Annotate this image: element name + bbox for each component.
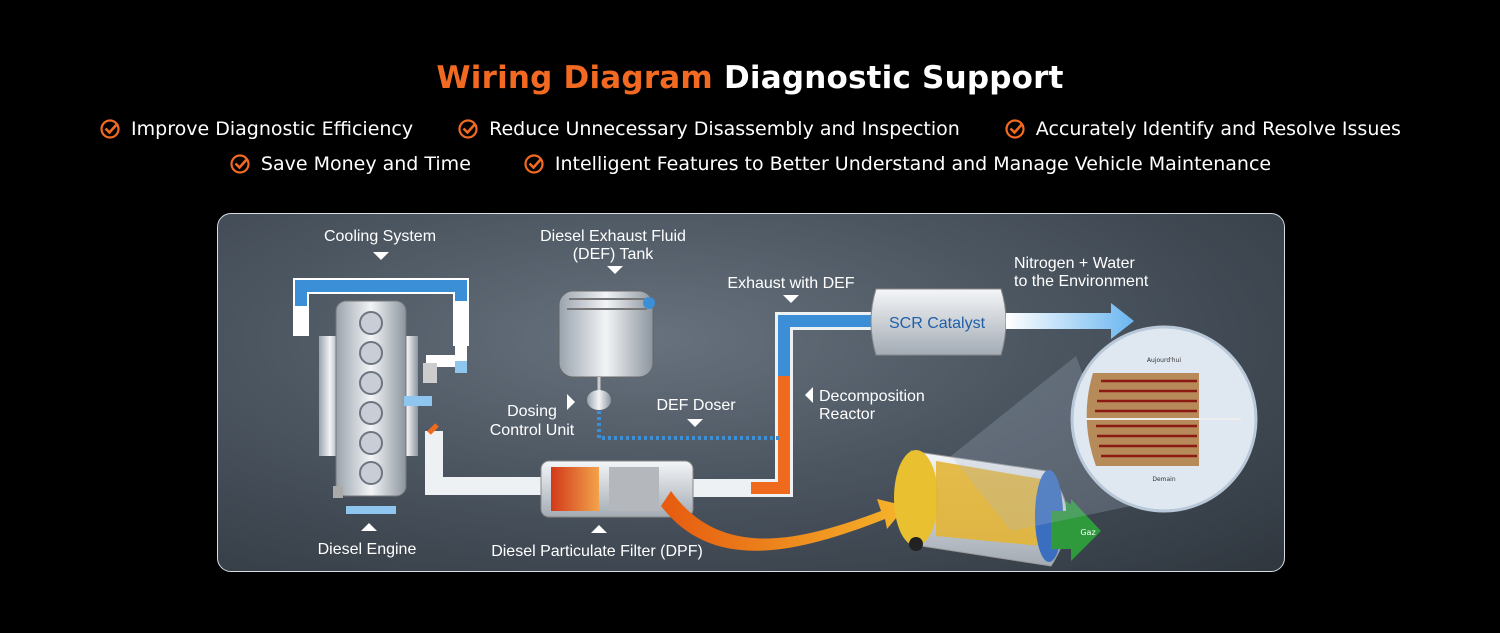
gas-arrow [1051,499,1101,561]
flow-arrow [661,491,906,551]
check-circle-icon [230,154,250,174]
diagram-canvas: SCR Catalyst Gaz Aujourd'hui Demain Cool… [293,228,1258,567]
feature-item: Accurately Identify and Resolve Issues [1004,118,1401,140]
feature-row-1: Improve Diagnostic Efficiency Reduce Unn… [0,118,1500,140]
catalyst-cutaway: Gaz [894,450,1101,567]
feature-item: Save Money and Time [229,153,471,175]
svg-text:Diesel Particulate Filter (DPF: Diesel Particulate Filter (DPF) [491,543,703,560]
svg-text:Exhaust with DEF: Exhaust with DEF [727,275,854,292]
def-dosing-line [597,411,781,440]
magnified-inset: Aujourd'hui Demain [1070,325,1258,513]
svg-text:Cooling System: Cooling System [324,228,436,245]
svg-text:Diesel Exhaust Fluid: Diesel Exhaust Fluid [540,228,686,245]
cooling-loop [293,278,469,373]
svg-text:to the Environment: to the Environment [1014,273,1149,290]
feature-item: Reduce Unnecessary Disassembly and Inspe… [457,118,960,140]
check-circle-icon [100,119,120,139]
svg-text:Aujourd'hui: Aujourd'hui [1147,357,1181,364]
svg-text:Gaz: Gaz [1080,528,1095,537]
check-circle-icon [1005,119,1025,139]
feature-row-2: Save Money and Time Intelligent Features… [0,153,1500,175]
svg-text:Diesel Engine: Diesel Engine [318,541,417,558]
def-tank [558,290,655,410]
svg-text:Nitrogen + Water: Nitrogen + Water [1014,255,1135,272]
feature-item: Intelligent Features to Better Understan… [523,153,1271,175]
svg-text:SCR Catalyst: SCR Catalyst [889,315,986,332]
check-circle-icon [458,119,478,139]
svg-text:Control Unit: Control Unit [490,422,575,439]
pointer-triangles [361,252,813,533]
svg-text:Reactor: Reactor [819,406,876,423]
scr-system-diagram: SCR Catalyst Gaz Aujourd'hui Demain Cool… [217,213,1285,572]
svg-text:Demain: Demain [1152,476,1176,483]
exhaust-pipe [425,312,876,497]
diesel-engine [319,300,437,514]
scr-catalyst: SCR Catalyst [870,288,1007,356]
feature-item: Improve Diagnostic Efficiency [99,118,413,140]
svg-text:Decomposition: Decomposition [819,388,925,405]
dpf-filter [540,460,694,518]
check-circle-icon [524,154,544,174]
svg-text:DEF Doser: DEF Doser [656,397,736,414]
output-arrow [1006,303,1134,339]
page-title: Wiring Diagram Diagnostic Support [436,60,1064,96]
svg-text:(DEF) Tank: (DEF) Tank [573,246,655,263]
svg-text:Dosing: Dosing [507,403,557,420]
dosing-control-unit [587,390,611,410]
